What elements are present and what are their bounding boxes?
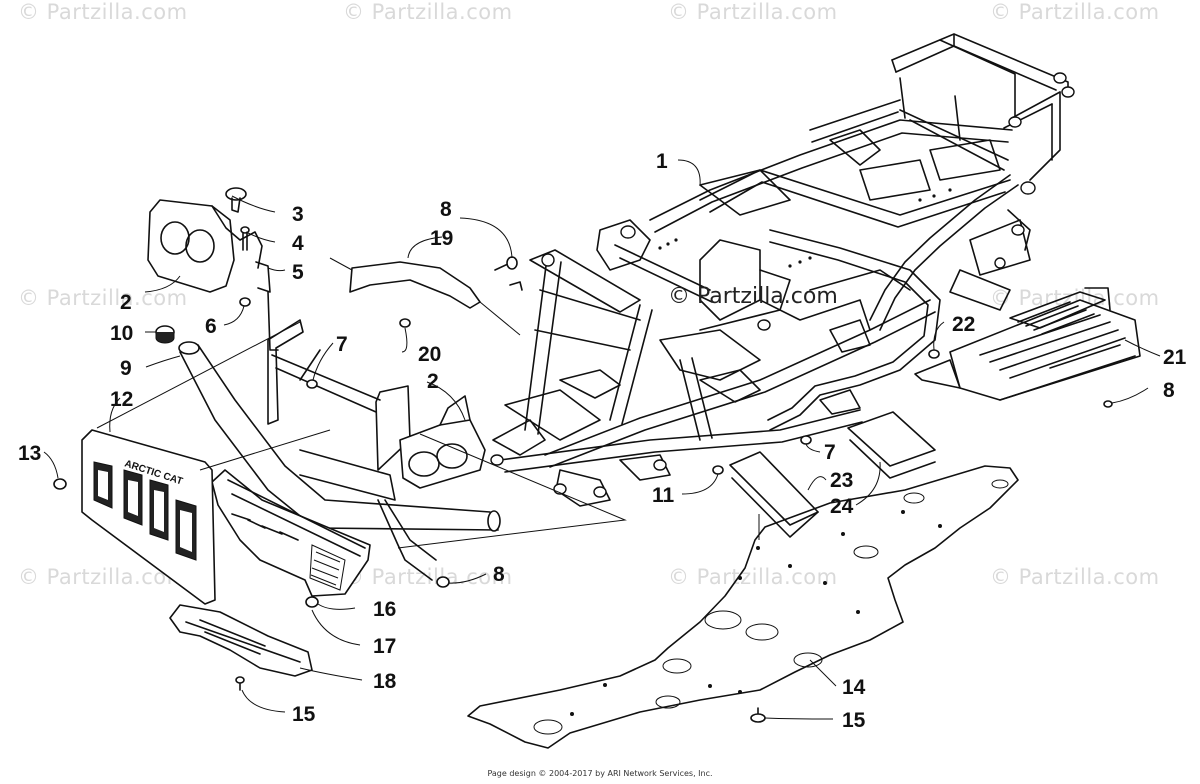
callout-10: 10 [110,322,133,345]
callout-19: 19 [430,227,453,250]
callout-20: 20 [418,343,441,366]
left-headlight [147,187,279,351]
callout-24: 24 [830,495,854,518]
front-panel: ARCTIC CAT [81,429,216,605]
callout-8: 8 [440,198,452,221]
leader-lines [43,159,1161,720]
watermark: © Partzilla.com [990,0,1160,24]
callout-18: 18 [373,670,397,693]
callouts: 1 2 3 4 5 2 6 10 9 7 8 19 20 12 13 7 22 … [18,150,1187,732]
callout-8: 8 [1163,379,1175,402]
callout-9: 9 [120,357,132,380]
callout-1: 1 [656,150,668,173]
footrest-brackets [729,411,936,538]
watermark: © Partzilla.com [343,0,513,24]
bumper-bracket [349,261,523,328]
watermark: © Partzilla.com [668,0,838,24]
callout-7: 7 [824,441,836,464]
page-footer: Page design © 2004-2017 by ARI Network S… [487,769,713,778]
callout-21: 21 [1163,346,1187,369]
callout-5: 5 [292,261,304,284]
watermark: © Partzilla.com [990,565,1160,589]
watermark: © Partzilla.com [668,565,838,589]
callout-11: 11 [652,484,675,507]
skid-plate [467,465,1019,749]
watermark: © Partzilla.com [18,0,188,24]
callout-15: 15 [842,709,866,732]
callout-4: 4 [292,232,304,255]
callout-3: 3 [292,203,304,226]
callout-15: 15 [292,703,316,726]
callout-2: 2 [120,291,132,314]
callout-7: 7 [336,333,348,356]
assembly-lines [96,257,627,549]
callout-6: 6 [205,315,217,338]
callout-16: 16 [373,598,396,621]
frame [490,33,1075,507]
front-bumper [155,319,501,677]
callout-23: 23 [830,469,853,492]
callout-14: 14 [842,676,866,699]
callout-2: 2 [427,370,439,393]
watermark-center: © Partzilla.com [668,284,838,309]
callout-12: 12 [110,388,133,411]
footrest [914,287,1141,401]
callout-8: 8 [493,563,505,586]
callout-13: 13 [18,442,41,465]
callout-17: 17 [373,635,396,658]
callout-22: 22 [952,313,975,336]
